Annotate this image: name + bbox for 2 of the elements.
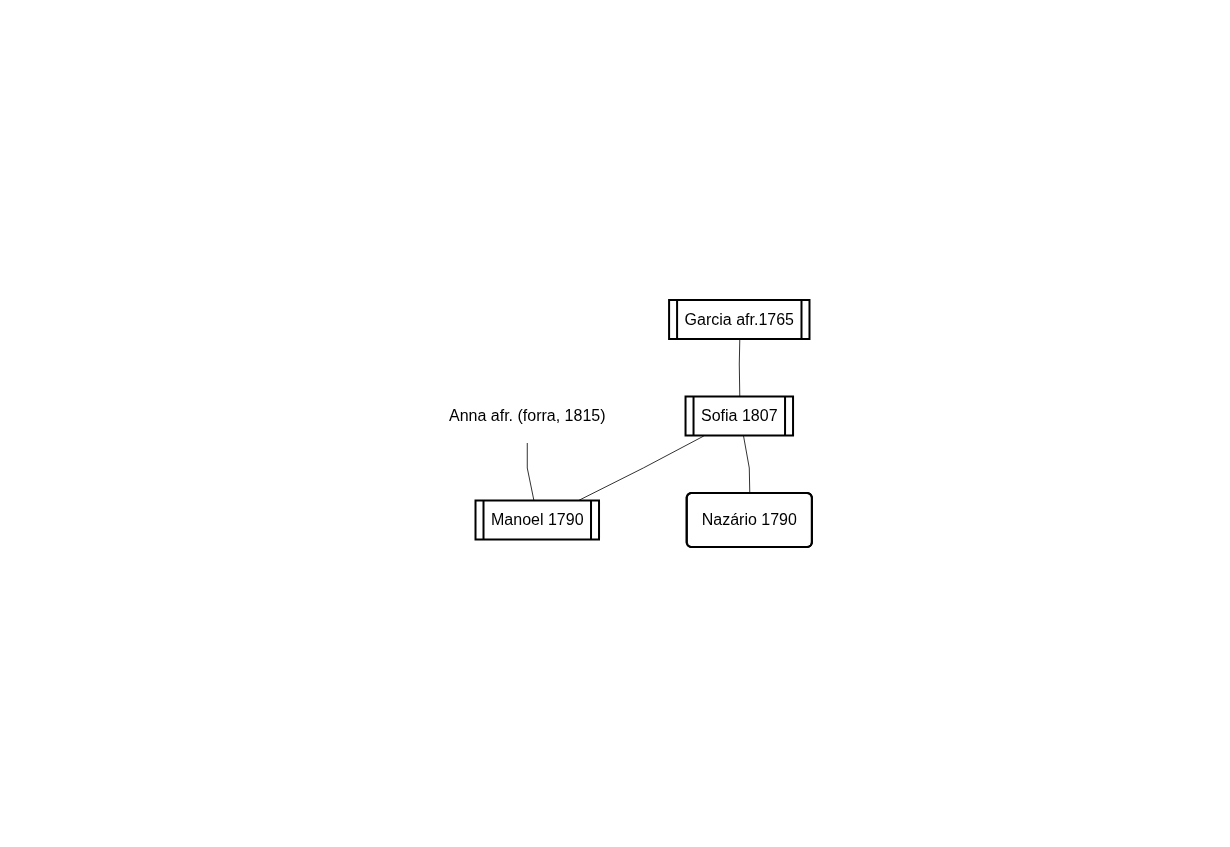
node-text: Anna afr. (forra, 1815) — [448, 407, 606, 424]
connector — [742, 435, 750, 494]
